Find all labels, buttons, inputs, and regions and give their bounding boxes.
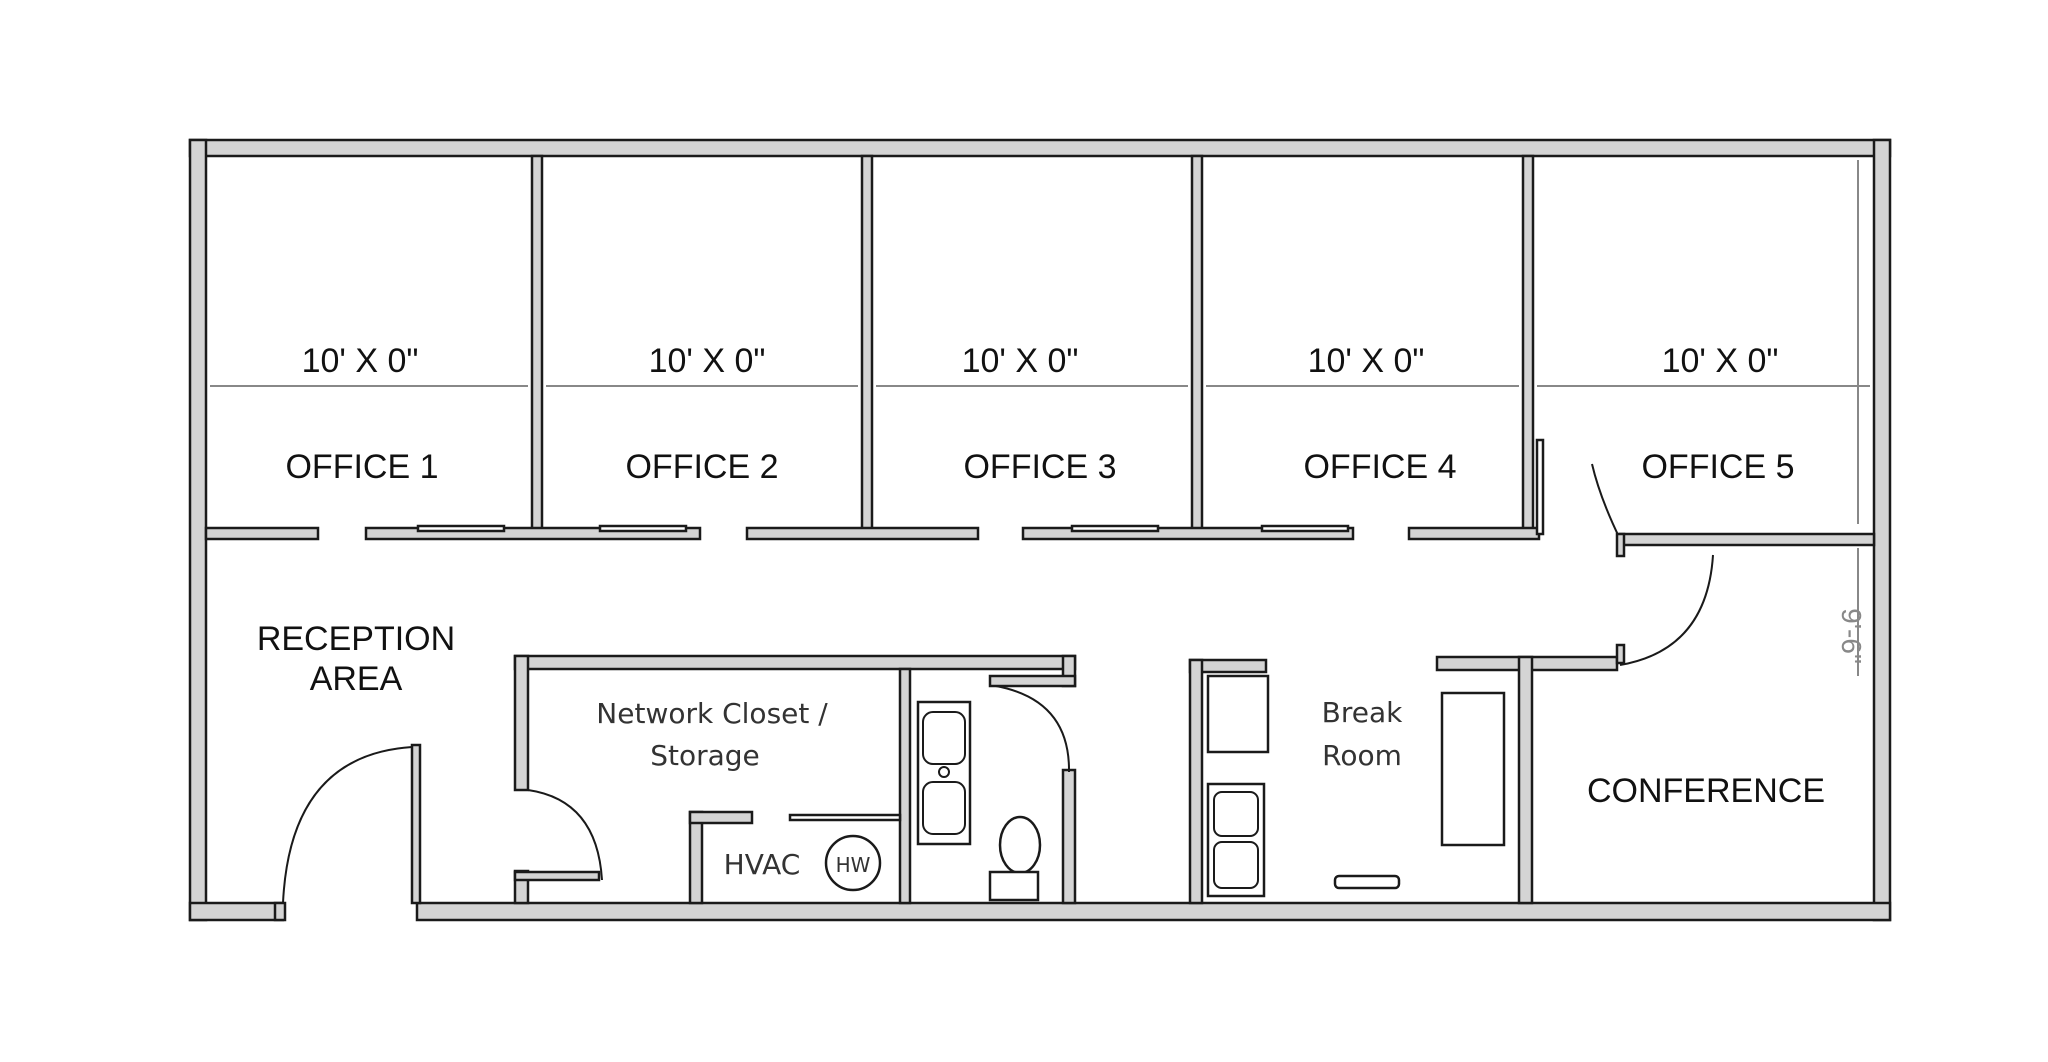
office-2-dimension: 10' X 0" [649, 342, 766, 380]
office-5-door [1591, 463, 1626, 558]
office-3-dimension: 10' X 0" [962, 342, 1079, 380]
conference-walls [1435, 554, 1714, 905]
break-vent-icon [1333, 874, 1401, 890]
water-heater-icon [824, 834, 882, 892]
reception-label-line1: RECEPTION [257, 620, 455, 658]
entry-door [273, 743, 422, 922]
break-room-label-line2: Room [1322, 739, 1402, 772]
network-closet-label-line2: Storage [650, 739, 760, 772]
toilet-icon [998, 815, 1042, 875]
office-5-dimension: 10' X 0" [1662, 342, 1779, 380]
office-3-label: OFFICE 3 [963, 448, 1116, 486]
office-1-dimension: 10' X 0" [302, 342, 419, 380]
network-closet-walls [513, 654, 1077, 905]
water-heater-label: HW [836, 853, 871, 877]
break-room-walls [1188, 658, 1268, 905]
network-closet-label-line1: Network Closet / [596, 697, 828, 730]
fixtures [824, 674, 1506, 902]
restroom-sink [916, 700, 972, 846]
office-4-label: OFFICE 4 [1303, 448, 1456, 486]
dimension-lines [210, 160, 1870, 676]
reception-label-line2: AREA [310, 660, 403, 698]
conference-label: CONFERENCE [1587, 772, 1825, 810]
break-room-label-line1: Break [1322, 696, 1403, 729]
office-4-dimension: 10' X 0" [1308, 342, 1425, 380]
office-1-label: OFFICE 1 [285, 448, 438, 486]
break-sink [1206, 782, 1266, 898]
restroom-walls [988, 654, 1077, 905]
office-2-label: OFFICE 2 [625, 448, 778, 486]
conference-table [1440, 691, 1506, 847]
sliding-doors [416, 438, 1545, 536]
break-cabinet [1206, 674, 1270, 754]
conference-depth-dimension: 9'-6" [1836, 608, 1867, 664]
hvac-label: HVAC [724, 848, 801, 881]
office-5-label: OFFICE 5 [1641, 448, 1794, 486]
